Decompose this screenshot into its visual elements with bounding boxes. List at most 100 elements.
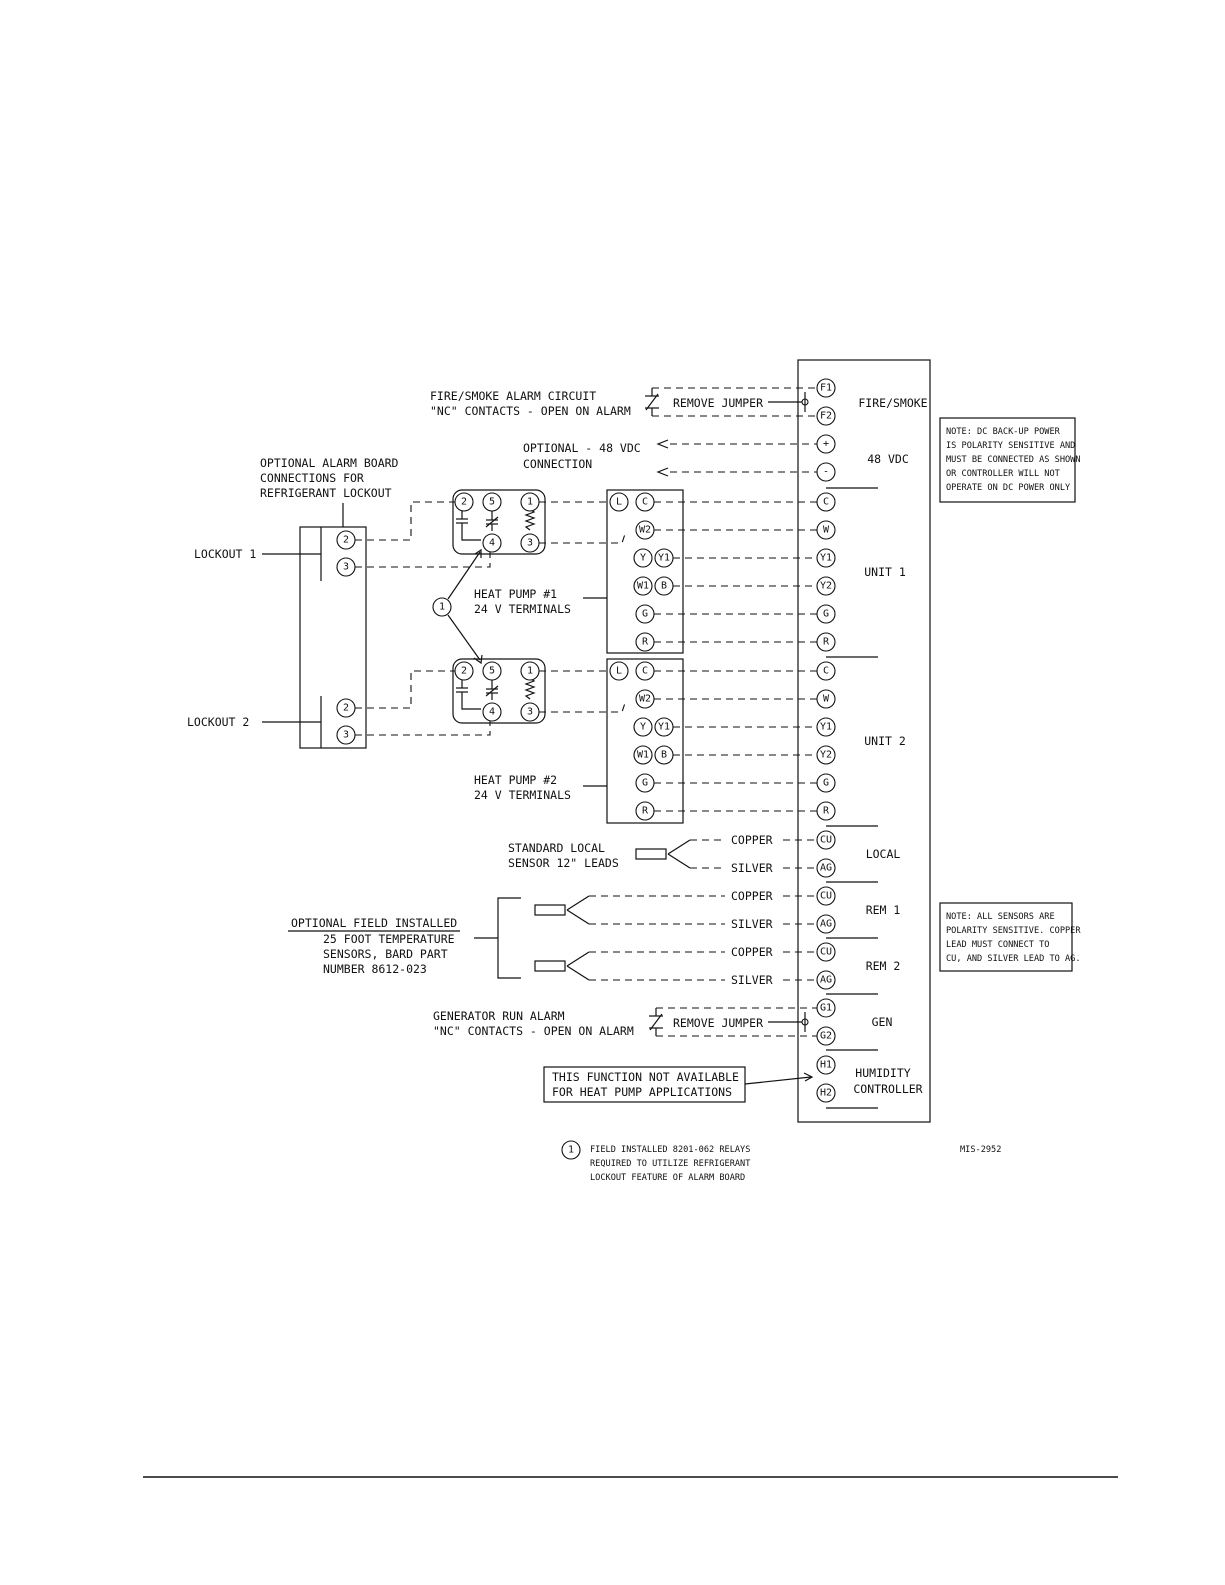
terminal-unit2-C: C [816,661,836,681]
humidity-note-box [543,1066,746,1103]
generator-remove-jumper-label: REMOVE JUMPER [673,1016,763,1030]
heat-pump-2-terminals: L C W2 Y Y1 W1 B G R [609,661,674,821]
terminal-G2: G2 [816,1026,836,1046]
section-48vdc-label: 48 VDC [867,452,909,466]
svg-text:3: 3 [343,730,349,741]
heat-pump-1-terminals: L C W2 Y Y1 W1 B G R [609,492,674,652]
svg-text:R: R [823,637,830,648]
alarm-board [299,526,367,749]
controller-terminals: F1 F2 + - C W Y1 Y2 G R C W Y1 Y2 G R CU… [816,378,836,1103]
terminal-unit2-G: G [816,773,836,793]
svg-text:5: 5 [489,497,495,508]
svg-text:L: L [616,666,622,677]
lockout1-terminal-2: 2 [336,530,356,550]
svg-text:C: C [823,497,829,508]
humidity-note-line1: THIS FUNCTION NOT AVAILABLE [552,1070,739,1084]
section-local-label: LOCAL [866,847,901,861]
lockout-wiring [355,501,491,736]
fire-smoke-note-line2: "NC" CONTACTS - OPEN ON ALARM [430,404,631,418]
svg-text:Y: Y [640,722,646,733]
svg-text:AG: AG [820,863,832,874]
local-sensor [635,839,817,869]
footnote-line2: REQUIRED TO UTILIZE REFRIGERANT [590,1159,750,1169]
optional-48vdc-line1: OPTIONAL - 48 VDC [523,441,641,455]
svg-text:G: G [823,778,829,789]
svg-text:CU: CU [820,891,832,902]
terminal-rem1-CU: CU [816,886,836,906]
controller-terminal-board [797,359,931,1123]
heat-pump-2-line2: 24 V TERMINALS [474,788,571,802]
dc-note-line1: NOTE: DC BACK-UP POWER [946,427,1061,437]
footnote-ref: 1 [561,1140,581,1160]
sensor-note-line1: NOTE: ALL SENSORS ARE [946,912,1055,922]
relay-1: 2 5 1 4 3 [452,489,546,555]
svg-text:4: 4 [489,538,495,549]
unit2-wiring [654,670,817,812]
svg-text:2: 2 [343,535,349,546]
optional-field-installed-label: OPTIONAL FIELD INSTALLED [291,916,457,930]
optional-field-sub-line2: SENSORS, BARD PART [323,947,448,961]
section-rem2-label: REM 2 [866,959,901,973]
dc-note-line5: OPERATE ON DC POWER ONLY [946,483,1071,493]
svg-text:AG: AG [820,975,832,986]
svg-text:H1: H1 [820,1060,832,1071]
sensor-note-line3: LEAD MUST CONNECT TO [946,940,1049,950]
svg-text:2: 2 [461,666,467,677]
alarm-board-note-line3: REFRIGERANT LOCKOUT [260,486,392,500]
terminal-unit1-Y1: Y1 [816,548,836,568]
svg-text:AG: AG [820,919,832,930]
rem1-silver-label: SILVER [731,917,773,931]
humidity-note-line2: FOR HEAT PUMP APPLICATIONS [552,1085,732,1099]
heat-pump-2-board [606,658,684,824]
rem2-copper-label: COPPER [731,945,773,959]
svg-text:H2: H2 [820,1088,832,1099]
terminal-local-AG: AG [816,858,836,878]
footnote-line3: LOCKOUT FEATURE OF ALARM BOARD [590,1173,745,1183]
generator-circuit [649,1007,817,1037]
terminal-G1: G1 [816,998,836,1018]
svg-text:C: C [642,666,648,677]
terminal-rem2-AG: AG [816,970,836,990]
lockout-terminals: 2 3 2 3 [336,530,356,745]
terminal-plus: + [816,434,836,454]
section-fire-smoke-label: FIRE/SMOKE [858,396,927,410]
terminal-unit1-W: W [816,520,836,540]
lockout-2-label: LOCKOUT 2 [187,715,249,729]
section-gen-label: GEN [872,1015,893,1029]
section-humidity-label: HUMIDITY [855,1066,910,1080]
alarm-board-note-line1: OPTIONAL ALARM BOARD [260,456,399,470]
terminal-unit1-Y2: Y2 [816,576,836,596]
terminal-local-CU: CU [816,830,836,850]
terminal-F2: F2 [816,406,836,426]
svg-text:Y1: Y1 [658,553,670,564]
svg-text:B: B [661,750,667,761]
unit1-wiring [654,501,817,643]
optional-field-sub-line1: 25 FOOT TEMPERATURE [323,932,455,946]
section-dividers [826,487,878,1109]
svg-text:1: 1 [527,497,533,508]
sensor-note-line2: POLARITY SENSITIVE. COPPER [946,926,1081,936]
svg-text:Y2: Y2 [820,750,832,761]
remote-sensor-2 [534,951,817,981]
rem1-copper-label: COPPER [731,889,773,903]
section-rem1-label: REM 1 [866,903,901,917]
standard-sensor-line1: STANDARD LOCAL [508,841,605,855]
lockout-1-label: LOCKOUT 1 [194,547,256,561]
terminal-minus: - [816,462,836,482]
generator-note-line2: "NC" CONTACTS - OPEN ON ALARM [433,1024,634,1038]
svg-text:W: W [823,694,830,705]
drawing-number: MIS-2952 [960,1145,1001,1155]
footnote-line1: FIELD INSTALLED 8201-062 RELAYS [590,1145,750,1155]
relay-hp-wiring [539,501,627,713]
svg-text:R: R [642,637,649,648]
terminal-rem2-CU: CU [816,942,836,962]
terminal-unit1-C: C [816,492,836,512]
svg-text:L: L [616,497,622,508]
svg-text:W2: W2 [639,525,651,536]
remote-sensor-1 [534,895,817,925]
dc-note-line2: IS POLARITY SENSITIVE AND [946,441,1075,451]
optional-sensors-bracket [288,897,521,979]
svg-text:G: G [642,609,648,620]
svg-text:F1: F1 [820,383,832,394]
